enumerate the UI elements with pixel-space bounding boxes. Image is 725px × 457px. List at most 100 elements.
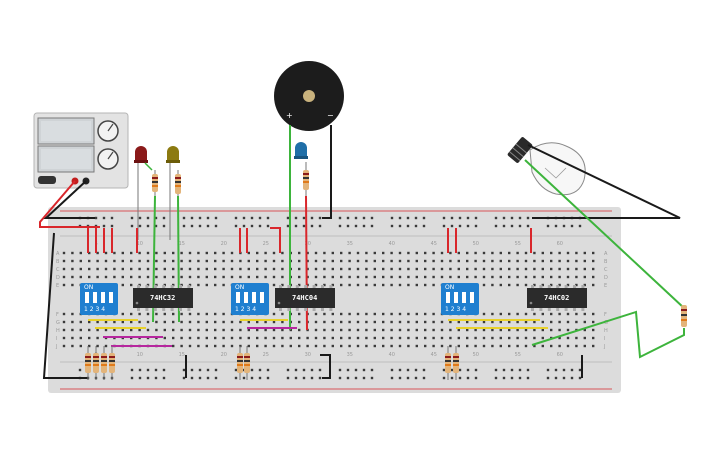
row-letter: D (56, 275, 60, 281)
pulldown-resistor[interactable] (85, 346, 91, 380)
column-number: 25 (263, 241, 269, 247)
dip-nums-3: 1 2 3 4 (445, 306, 467, 313)
row-letter: I (604, 336, 605, 342)
resistor-bulb[interactable] (681, 305, 687, 327)
column-number: 25 (263, 352, 269, 358)
dip-switch-2[interactable] (231, 283, 269, 315)
dip-switch-1[interactable] (80, 283, 118, 315)
row-letter: B (604, 259, 608, 265)
column-number: 10 (137, 352, 143, 358)
row-letter: E (604, 283, 607, 289)
dip-toggle[interactable] (109, 292, 113, 303)
buzzer[interactable]: + − (274, 61, 344, 131)
dip-nums-1: 1 2 3 4 (84, 306, 106, 313)
row-letter: F (604, 312, 607, 318)
led-red[interactable] (134, 146, 153, 240)
led-yellow[interactable] (166, 146, 180, 240)
dip-toggle[interactable] (470, 292, 474, 303)
dip-toggle[interactable] (85, 292, 89, 303)
yellow-jumpers (88, 319, 548, 329)
wire-bulb-black[interactable] (527, 144, 681, 219)
row-letter: E (56, 283, 59, 289)
column-number: 50 (473, 241, 479, 247)
wire-supply-negative[interactable] (43, 180, 95, 219)
resistor-led-red[interactable] (152, 170, 158, 200)
column-number: 50 (473, 352, 479, 358)
led-blue[interactable] (294, 142, 308, 159)
column-number: 20 (221, 352, 227, 358)
row-letter: I (56, 336, 57, 342)
dip-on-label-1: ON (84, 284, 94, 291)
black-jumpers (185, 354, 583, 379)
row-letter: B (56, 259, 60, 265)
chip-label-2: 74HC04 (292, 294, 318, 302)
ic-chip-2[interactable] (275, 285, 335, 311)
pulldown-resistors (85, 346, 459, 380)
dip-toggle[interactable] (93, 292, 97, 303)
pulldown-resistor[interactable] (237, 346, 243, 380)
dip-switch-3[interactable] (441, 283, 479, 315)
wire-supply-positive[interactable] (39, 180, 100, 228)
dip-toggle[interactable] (244, 292, 248, 303)
row-letter: C (604, 267, 608, 273)
wire-bulb-return[interactable] (531, 310, 685, 359)
row-letter: C (56, 267, 60, 273)
dip-toggle[interactable] (101, 292, 105, 303)
power-supply[interactable] (33, 112, 129, 189)
pulldown-resistor[interactable] (101, 346, 107, 380)
pulldown-resistor[interactable] (244, 346, 250, 380)
column-number: 35 (347, 352, 353, 358)
column-number: 15 (179, 352, 185, 358)
dip-nums-2: 1 2 3 4 (235, 306, 257, 313)
column-number: 40 (389, 352, 395, 358)
dip-toggle[interactable] (446, 292, 450, 303)
pulldown-resistor[interactable] (109, 346, 115, 380)
column-number: 60 (557, 352, 563, 358)
light-bulb[interactable] (507, 136, 586, 196)
chip-label-3: 74HC02 (544, 294, 570, 302)
row-letter: J (603, 344, 605, 350)
chip-label-1: 74HC32 (150, 294, 176, 302)
wire-buzzer-minus[interactable] (322, 125, 332, 219)
dip-toggle[interactable] (454, 292, 458, 303)
ic-chip-1[interactable] (133, 285, 193, 311)
column-number: 15 (179, 241, 185, 247)
pulldown-resistor[interactable] (445, 346, 451, 380)
column-number: 55 (515, 352, 521, 358)
wire-bulb-green[interactable] (524, 159, 685, 309)
dip-on-label-2: ON (235, 284, 245, 291)
wire-supply-ground-return[interactable] (42, 232, 88, 379)
column-number: 30 (305, 241, 311, 247)
ic-chip-3[interactable] (527, 285, 587, 311)
row-letter: A (56, 251, 60, 257)
row-letter: H (604, 328, 608, 334)
pulldown-resistor[interactable] (93, 346, 99, 380)
column-number: 20 (221, 241, 227, 247)
column-number: 45 (431, 352, 437, 358)
buzzer-minus-label: − (327, 111, 334, 120)
column-labels: 5510101515202025253030353540404545505055… (95, 241, 563, 358)
ic-chips (133, 285, 587, 311)
dip-switches (80, 283, 479, 315)
column-number: 35 (347, 241, 353, 247)
row-letter: J (55, 344, 57, 350)
resistor-led-blue[interactable] (303, 162, 309, 198)
column-number: 30 (305, 352, 311, 358)
row-letter: H (56, 328, 60, 334)
dip-toggle[interactable] (252, 292, 256, 303)
row-letter: G (604, 320, 608, 326)
dip-toggle[interactable] (236, 292, 240, 303)
row-letter: A (604, 251, 608, 257)
resistor-led-yellow[interactable] (175, 170, 181, 200)
breadboard-holes (62, 216, 595, 380)
dip-toggle[interactable] (260, 292, 264, 303)
dip-toggle[interactable] (462, 292, 466, 303)
pulldown-resistor[interactable] (453, 346, 459, 380)
power-switch[interactable] (38, 176, 56, 184)
row-letter: F (56, 312, 59, 318)
column-number: 60 (557, 241, 563, 247)
column-number: 45 (431, 241, 437, 247)
